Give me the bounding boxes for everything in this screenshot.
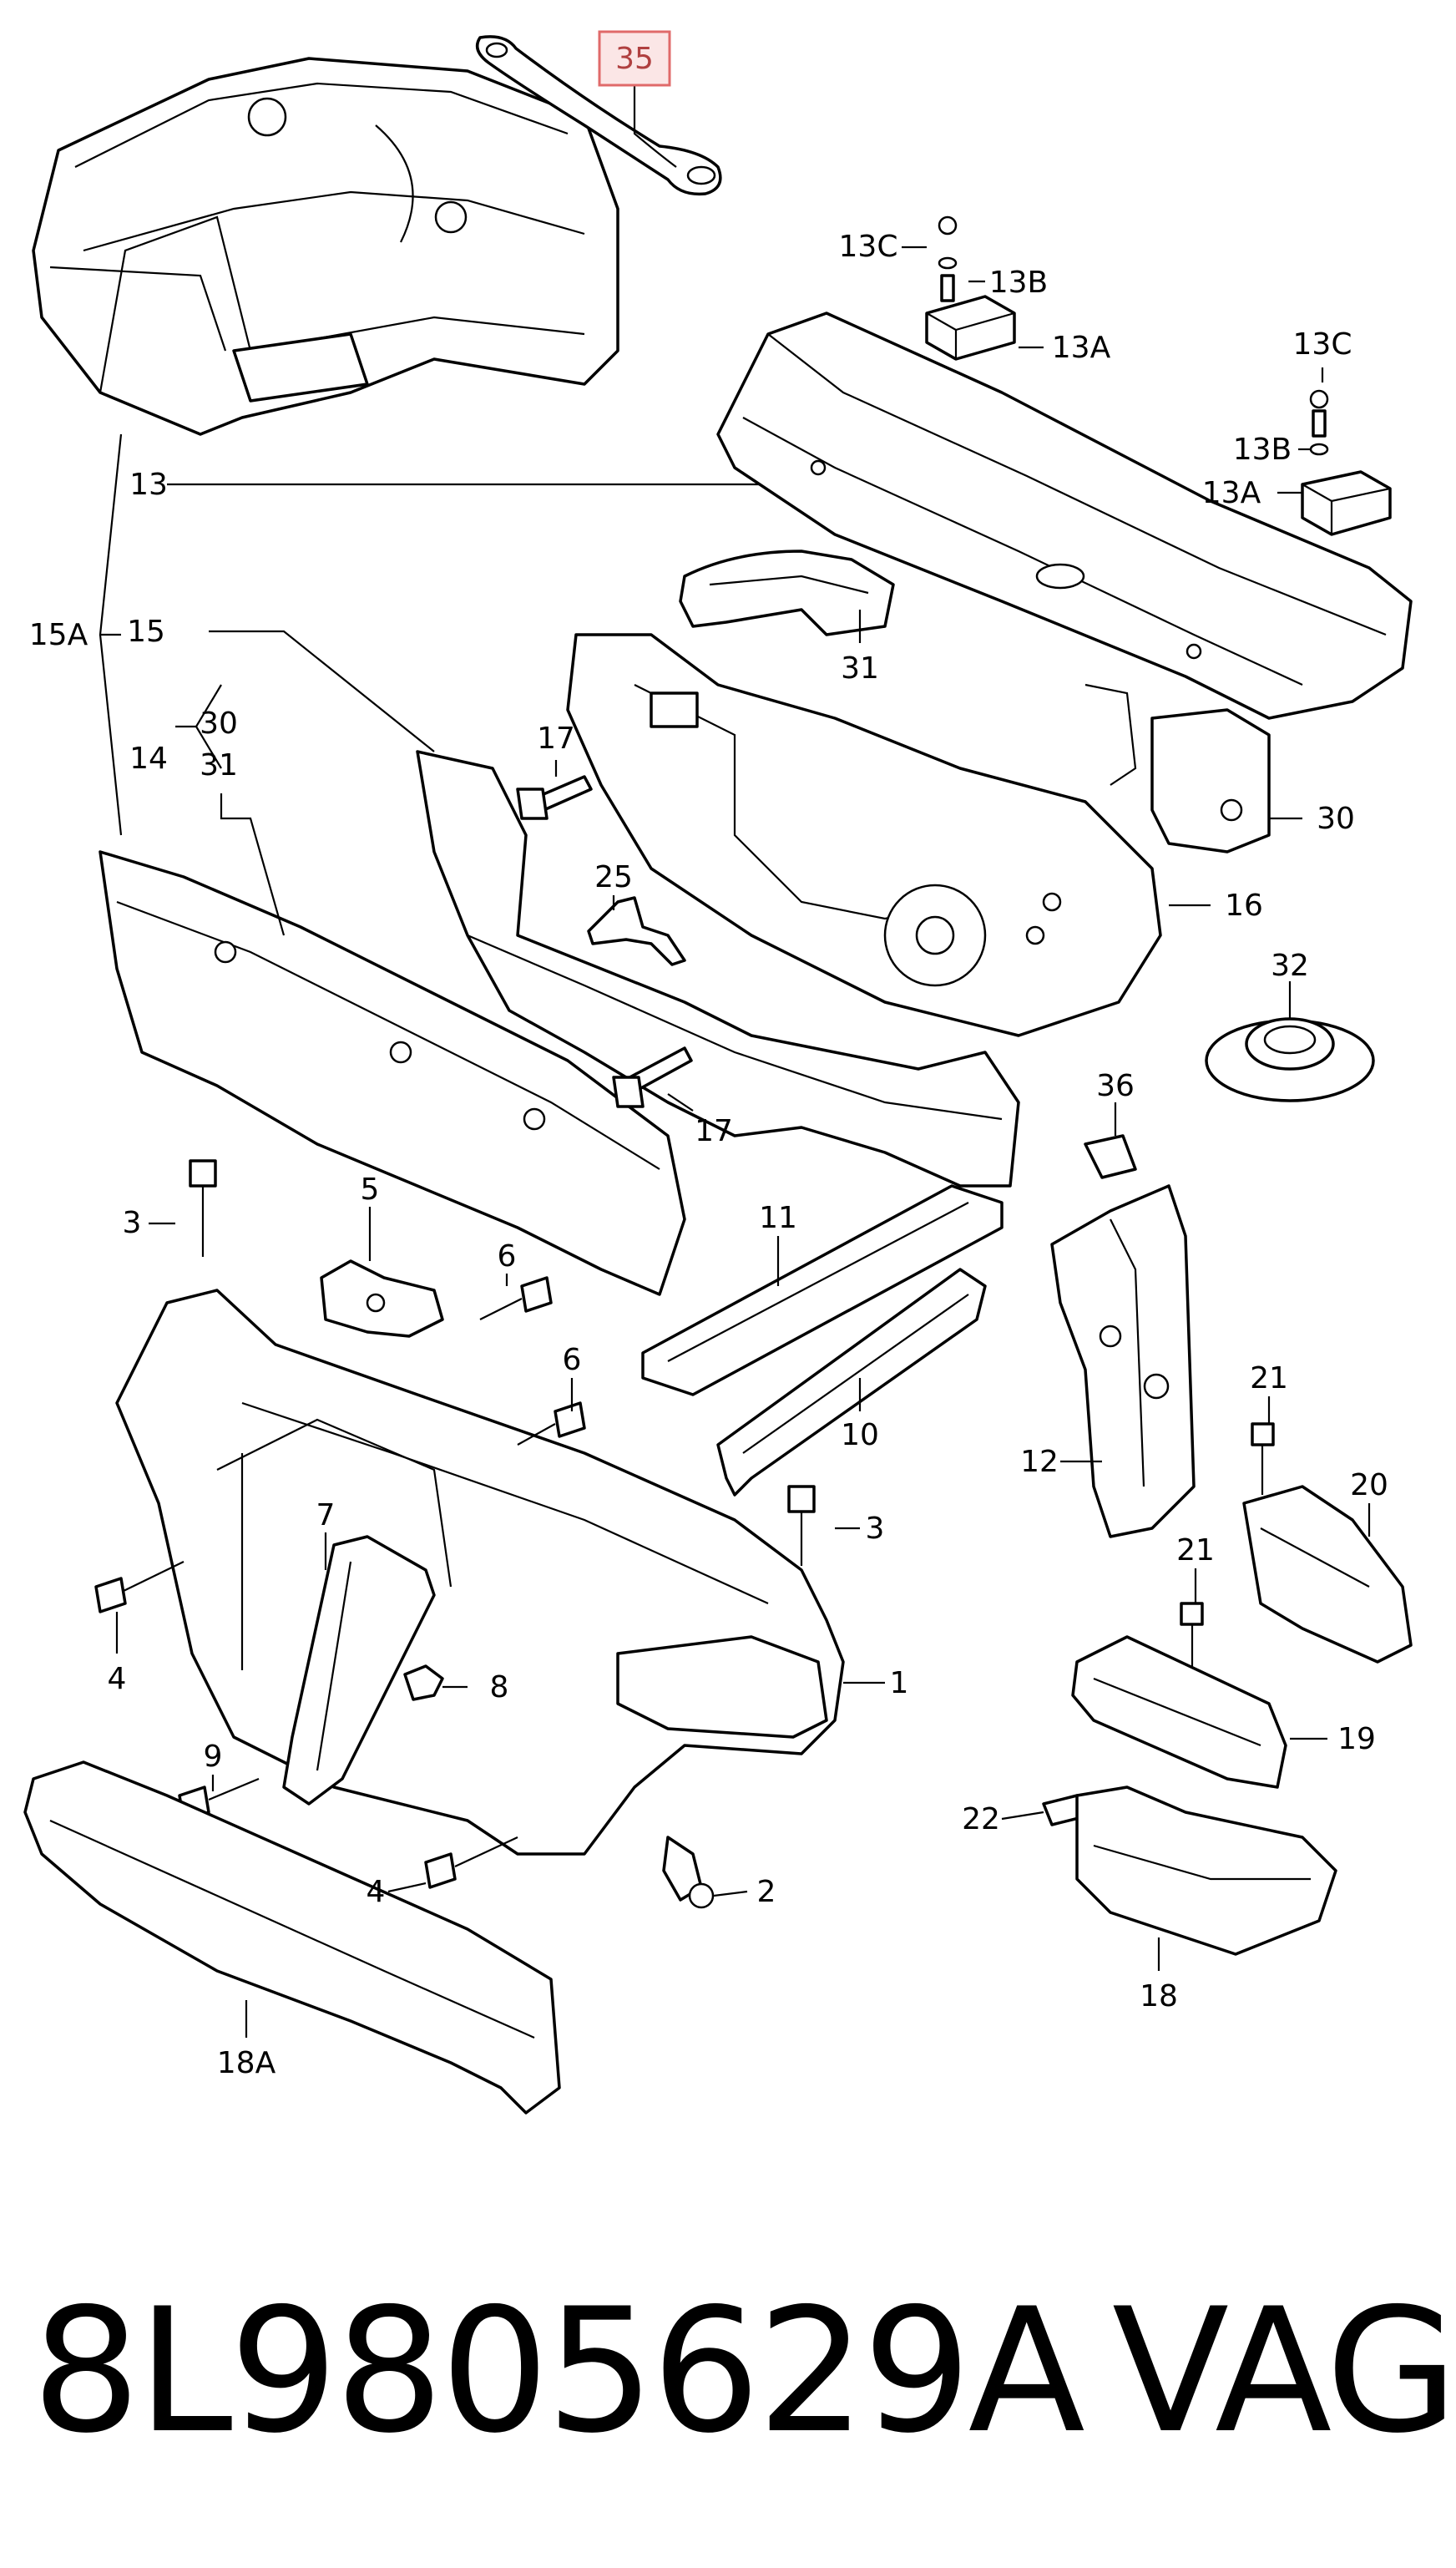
callout-13a-upper: 13A <box>1052 331 1111 365</box>
part-13-drawing <box>716 312 1413 720</box>
callout-20: 20 <box>1350 1468 1388 1502</box>
part-15-drawing <box>416 750 1020 1188</box>
callout-21-lower: 21 <box>1176 1533 1215 1568</box>
highlight-box-35 <box>598 30 671 87</box>
callout-8: 8 <box>490 1670 509 1704</box>
part-13-fasteners-drawing <box>925 215 1392 536</box>
callout-14: 14 <box>129 742 168 776</box>
part-1-drawing <box>115 1289 845 1856</box>
callout-13c-lower: 13C <box>1293 327 1352 362</box>
callout-35: 35 <box>615 42 654 76</box>
callout-13a-lower: 13A <box>1202 476 1261 510</box>
callout-11: 11 <box>759 1201 797 1235</box>
callout-22: 22 <box>962 1802 1000 1836</box>
callout-2: 2 <box>757 1875 776 1909</box>
part-25-drawing <box>587 896 686 966</box>
part-12-drawing <box>1050 1184 1196 1538</box>
callout-17-lower: 17 <box>695 1114 733 1148</box>
callout-30-right: 30 <box>1317 802 1355 836</box>
callout-labels: 35 13C 13B 13A 13C 13B 13A 13 15A 15 31 … <box>29 42 1388 2080</box>
callout-18: 18 <box>1140 1979 1178 2013</box>
part-number: 8L9805629A <box>32 2272 1085 2471</box>
leader-lines <box>99 85 1371 2038</box>
callout-15: 15 <box>127 615 165 649</box>
callout-36: 36 <box>1096 1069 1135 1103</box>
callout-1: 1 <box>890 1666 909 1700</box>
part-5-drawing <box>320 1259 444 1338</box>
callout-15a: 15A <box>29 618 88 652</box>
callout-4-left: 4 <box>108 1662 127 1696</box>
callout-18a: 18A <box>217 2046 276 2080</box>
callout-13c-upper: 13C <box>839 230 898 264</box>
callout-5: 5 <box>361 1173 380 1207</box>
callout-21-upper: 21 <box>1250 1361 1288 1395</box>
callout-13b-lower: 13B <box>1233 433 1292 467</box>
part-8-drawing <box>403 1664 444 1701</box>
part-18a-drawing <box>23 1760 561 2115</box>
callout-31-group: 31 <box>200 748 238 783</box>
part-19-drawing <box>1071 1635 1287 1789</box>
callout-13b-upper: 13B <box>989 266 1049 300</box>
callout-32: 32 <box>1271 949 1309 983</box>
callout-4-lower: 4 <box>367 1875 386 1909</box>
callout-13: 13 <box>129 468 168 502</box>
callout-6-upper: 6 <box>498 1239 517 1274</box>
callout-3-left: 3 <box>123 1206 142 1240</box>
callout-31-top: 31 <box>841 651 879 686</box>
part-16-drawing <box>566 633 1162 1037</box>
callout-16: 16 <box>1225 889 1263 923</box>
parts-10-11-drawing <box>641 1184 1004 1497</box>
part-20-drawing <box>1242 1485 1413 1664</box>
exploded-parts-diagram: 35 13C 13B 13A 13C 13B 13A 13 15A 15 31 … <box>23 30 1413 2115</box>
part-14-drawing <box>99 850 686 1296</box>
part-32-drawing <box>1205 1017 1375 1102</box>
part-36-drawing <box>1084 1134 1137 1179</box>
part-7-drawing <box>282 1535 436 1806</box>
part-18-drawing <box>1075 1785 1337 1956</box>
callout-25: 25 <box>594 860 633 894</box>
callout-30-group: 30 <box>200 707 238 741</box>
part-30-drawing <box>1084 683 1271 853</box>
footer: 8L9805629A VAG <box>0 2272 1456 2472</box>
callout-17-upper: 17 <box>537 722 575 756</box>
callout-9: 9 <box>204 1740 223 1774</box>
front-end-assembly-drawing <box>32 57 619 436</box>
callout-10: 10 <box>841 1418 879 1452</box>
callout-12: 12 <box>1020 1445 1059 1479</box>
callout-3-right: 3 <box>866 1512 885 1546</box>
part-17-screws-drawing <box>516 775 693 1108</box>
part-31-drawing <box>679 550 895 636</box>
callout-7: 7 <box>316 1498 336 1532</box>
brand-name: VAG <box>1112 2272 1456 2471</box>
callout-6-lower: 6 <box>563 1343 582 1377</box>
callout-19: 19 <box>1337 1722 1376 1756</box>
